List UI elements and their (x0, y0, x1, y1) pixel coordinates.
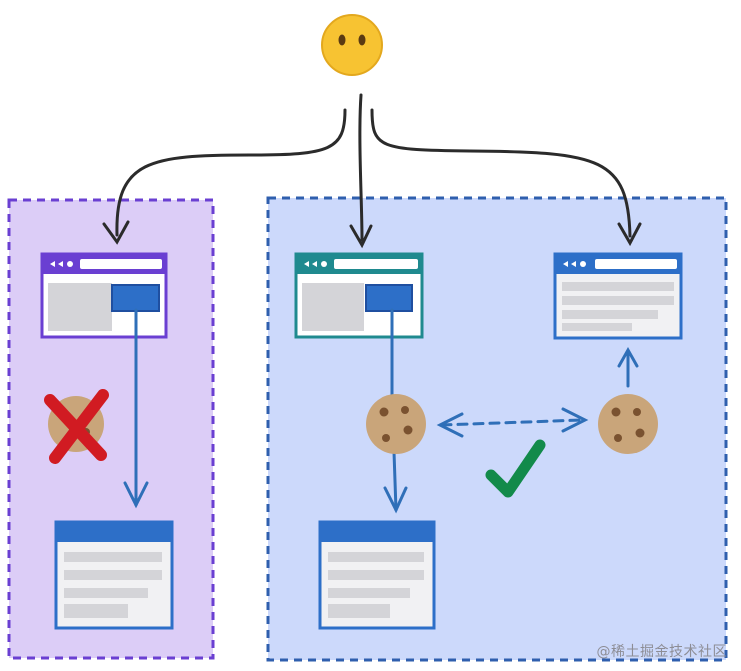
cookie-share-arrow (436, 407, 589, 438)
left-browser-window (40, 252, 168, 339)
middle-frame-arrow (383, 308, 408, 514)
arrow-to-right-site (370, 108, 632, 238)
right-cookie-arrow (617, 346, 639, 388)
right-browser-window (553, 252, 683, 340)
embedded-frame (365, 284, 413, 312)
cross-icon (44, 389, 109, 464)
checkmark-icon (485, 439, 546, 498)
arrow-to-middle-site (358, 93, 364, 242)
cookie-icon (598, 394, 658, 454)
left-result-window (54, 520, 174, 630)
middle-result-window (318, 520, 436, 630)
arrow-to-left-site (115, 108, 347, 237)
user-request-arrows (102, 93, 642, 249)
left-frame-arrow (123, 308, 149, 509)
middle-browser-window (294, 252, 424, 339)
neutral-face-icon (321, 14, 383, 76)
embedded-frame (111, 284, 160, 312)
watermark: @稀土掘金技术社区 (596, 644, 727, 660)
cookie-icon (366, 394, 426, 454)
